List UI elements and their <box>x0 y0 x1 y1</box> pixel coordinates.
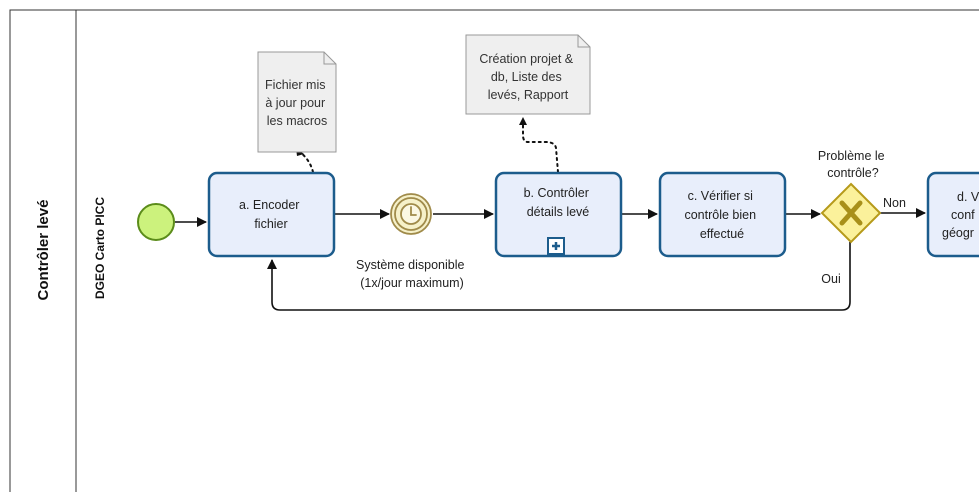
task-encode-fichier[interactable]: a. Encoder fichier <box>207 171 336 258</box>
task-d-line2: conf <box>951 208 975 222</box>
doc-macros-line1: Fichier mis <box>265 78 325 92</box>
svg-text:c. Vérifier si contrôle: c. Vérifier si contrôle bien effectué <box>684 189 759 241</box>
timer-event[interactable] <box>390 193 432 235</box>
task-verifier-controle[interactable]: c. Vérifier si contrôle bien effectué <box>658 171 787 258</box>
subprocess-plus-icon[interactable] <box>547 237 565 255</box>
timer-label-line1: Système disponible <box>356 258 464 272</box>
doc-macros-line3: les macros <box>267 114 327 128</box>
doc-macros-line2: à jour pour <box>265 96 325 110</box>
lane-title: DGEO Carto PICC <box>93 197 107 299</box>
document-fichier-macros[interactable]: Fichier mis à jour pour les macros <box>257 51 337 153</box>
svg-text:Création projet & db, Li: Création projet & db, Liste des levés, R… <box>479 52 576 102</box>
svg-text:a. Encoder fichier: a. Encoder fichier <box>239 198 303 231</box>
doc-creation-line2: db, Liste des <box>491 70 562 84</box>
task-d-line1: d. V <box>957 190 979 204</box>
task-a-line1: a. Encoder <box>239 198 299 212</box>
task-c-line1: c. Vérifier si <box>688 189 753 203</box>
task-b-line1: b. Contrôler <box>524 186 589 200</box>
task-c-line3: effectué <box>700 227 744 241</box>
task-b-line2: détails levé <box>527 205 590 219</box>
x-icon <box>839 200 863 226</box>
task-c-line2: contrôle bien <box>684 208 756 222</box>
sequence-flows <box>175 208 926 311</box>
gateway-yes-label: Oui <box>821 272 840 286</box>
svg-text:b. Contrôler détails lev: b. Contrôler détails levé <box>524 186 593 219</box>
start-event[interactable] <box>137 203 175 241</box>
svg-text:Fichier mis à jour pour: Fichier mis à jour pour les macros <box>265 78 329 128</box>
task-d-partial[interactable]: d. V conf géogr <box>926 171 979 258</box>
pool: Contrôler levé <box>9 9 979 492</box>
gateway-no-label: Non <box>883 196 906 210</box>
gateway-question-line1: Problème le <box>818 149 885 163</box>
gateway-question-line2: contrôle? <box>827 166 878 180</box>
doc-creation-line3: levés, Rapport <box>488 88 569 102</box>
task-controler-details[interactable]: b. Contrôler détails levé <box>494 171 623 258</box>
flow-gateway-yes-loop[interactable] <box>267 242 851 311</box>
association-arrow-creation <box>519 117 527 125</box>
task-a-line2: fichier <box>254 217 287 231</box>
exclusive-gateway[interactable] <box>820 182 882 244</box>
svg-text:Problème le contrôle?: Problème le contrôle? <box>818 149 888 180</box>
svg-text:Système disponible (1x/jou: Système disponible (1x/jour maximum) <box>356 258 468 290</box>
task-d-line3: géogr <box>942 226 974 240</box>
timer-label-line2: (1x/jour maximum) <box>360 276 464 290</box>
doc-creation-line1: Création projet & <box>479 52 573 66</box>
lane: DGEO Carto PICC <box>93 197 107 299</box>
document-creation-projet[interactable]: Création projet & db, Liste des levés, R… <box>465 34 591 115</box>
svg-text:d. V conf géogr: d. V conf géogr <box>942 190 979 240</box>
pool-title: Contrôler levé <box>35 200 52 301</box>
